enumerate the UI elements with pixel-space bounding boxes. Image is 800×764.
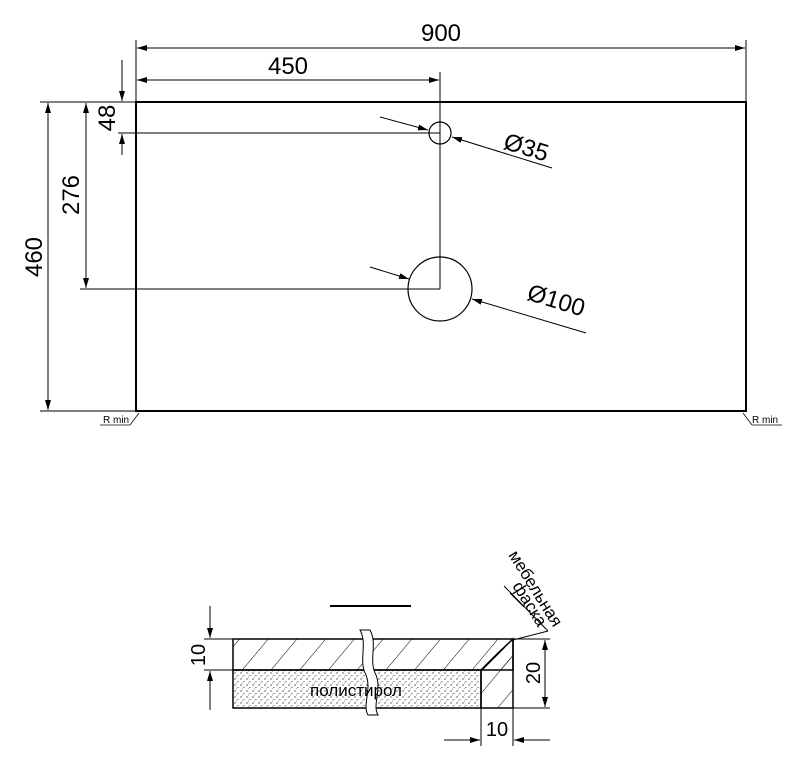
edge-strip <box>480 637 514 709</box>
tap-hole <box>428 121 452 145</box>
break-line <box>359 629 379 716</box>
section-view: полистирол 10 20 10 мебельная фаска <box>188 547 566 746</box>
countertop-outline <box>135 101 747 412</box>
drain-hole <box>407 256 473 322</box>
width-dimension: 900 <box>421 20 461 47</box>
core-layer <box>232 669 482 709</box>
corner-radius-left: R min <box>103 415 129 426</box>
edge-width-dimension: 10 <box>486 719 508 741</box>
edge-height-dimension: 20 <box>523 662 545 684</box>
center-dimension: 450 <box>268 53 308 80</box>
core-label: полистирол <box>310 681 402 700</box>
top-offset-dimension: 48 <box>94 105 121 132</box>
plan-view: 900 450 48 276 460 Ø35 Ø100 R min R min <box>21 20 782 426</box>
drain-offset-dimension: 276 <box>58 175 85 215</box>
depth-dimension: 460 <box>21 237 48 277</box>
tap-hole-dimension: Ø35 <box>501 128 552 167</box>
drain-hole-dimension: Ø100 <box>524 279 588 322</box>
top-thickness-dimension: 10 <box>188 644 210 666</box>
corner-radius-right: R min <box>752 415 778 426</box>
